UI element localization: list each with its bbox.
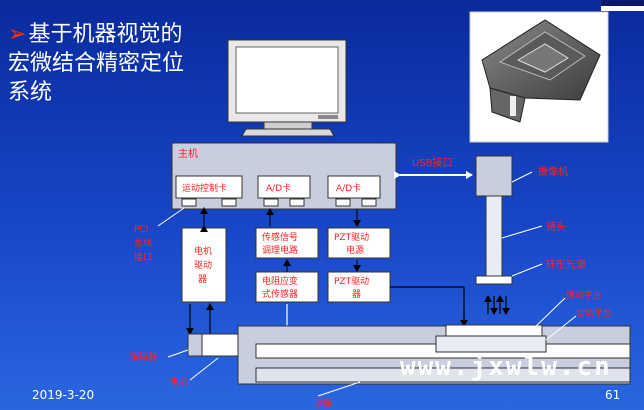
lens-label: 镜头 xyxy=(546,220,566,233)
motor-label: 电机 xyxy=(170,376,188,388)
strain-sensor-label-1: 电阻应变 xyxy=(262,275,298,287)
top-corner-stripe xyxy=(601,6,644,11)
pzt-driver-label-1: PZT驱动 xyxy=(334,276,369,287)
top-corner-bar xyxy=(601,0,644,6)
monitor-icon xyxy=(227,39,347,137)
pzt-power-label-1: PZT驱动 xyxy=(334,232,369,243)
motor-driver-label-3: 器 xyxy=(198,274,207,285)
title-bullet-icon: ➢ xyxy=(8,22,27,47)
title-line-2: 宏微结合精密定位 xyxy=(8,51,185,76)
motor-driver-label-2: 驱动 xyxy=(194,260,212,271)
pci-label-3: 接口 xyxy=(134,251,152,263)
signal-cond-label-2: 调理电路 xyxy=(262,244,298,256)
motor-driver-label-1: 电机 xyxy=(194,245,212,257)
motion-card-label: 运动控制卡 xyxy=(182,182,227,194)
base-label: 底座 xyxy=(314,397,332,409)
signal-conditioning-box: 传感信号 调理电路 xyxy=(255,208,319,259)
ad-card-1-label: A/D卡 xyxy=(266,182,291,194)
pzt-driver-box: PZT驱动 器 xyxy=(327,260,391,303)
camera-label: 摄像机 xyxy=(538,165,568,178)
slide-page-number: 61 xyxy=(605,388,621,402)
encoder-label: 编码器 xyxy=(130,351,157,363)
camera-assembly: 摄像机 镜头 环形光源 xyxy=(475,155,586,315)
strain-sensor-box: 电阻应变 式传感器 xyxy=(255,259,319,303)
title-line-1: 基于机器视觉的 xyxy=(28,22,183,47)
signal-cond-label-1: 传感信号 xyxy=(262,231,298,243)
title-line-3: 系统 xyxy=(8,80,53,105)
slide-date: 2019-3-20 xyxy=(32,388,95,402)
stage-mechanics xyxy=(187,324,631,385)
ring-light-label: 环形光源 xyxy=(546,258,586,271)
stage-labels: 微动平台 宏动平台 编码器 电机 底座 xyxy=(130,289,612,409)
pzt-driver-label-2: 器 xyxy=(352,289,361,300)
micro-stage-label: 微动平台 xyxy=(566,289,602,301)
pzt-power-label-2: 电源 xyxy=(346,244,364,256)
usb-label: USB接口 xyxy=(412,156,453,169)
usb-link: USB接口 xyxy=(394,156,473,179)
pci-label-1: PCI xyxy=(134,225,148,235)
pci-label-group: PCI 总线 接口 xyxy=(134,207,185,263)
stage-3d-image xyxy=(469,11,609,143)
macro-stage-label: 宏动平台 xyxy=(576,307,612,319)
pzt-power-box: PZT驱动 电源 xyxy=(327,209,391,259)
host-box: 主机 运动控制卡 A/D卡 A/D卡 xyxy=(171,142,397,210)
strain-sensor-label-2: 式传感器 xyxy=(262,288,298,300)
pci-label-2: 总线 xyxy=(134,237,152,249)
host-label: 主机 xyxy=(178,147,198,160)
ad-card-2-label: A/D卡 xyxy=(336,182,361,194)
motor-driver-box: 电机 驱动 器 xyxy=(181,207,227,303)
watermark: www.jxwlw.cn xyxy=(400,352,612,382)
slide-title: ➢基于机器视觉的 宏微结合精密定位 系统 xyxy=(8,20,238,107)
